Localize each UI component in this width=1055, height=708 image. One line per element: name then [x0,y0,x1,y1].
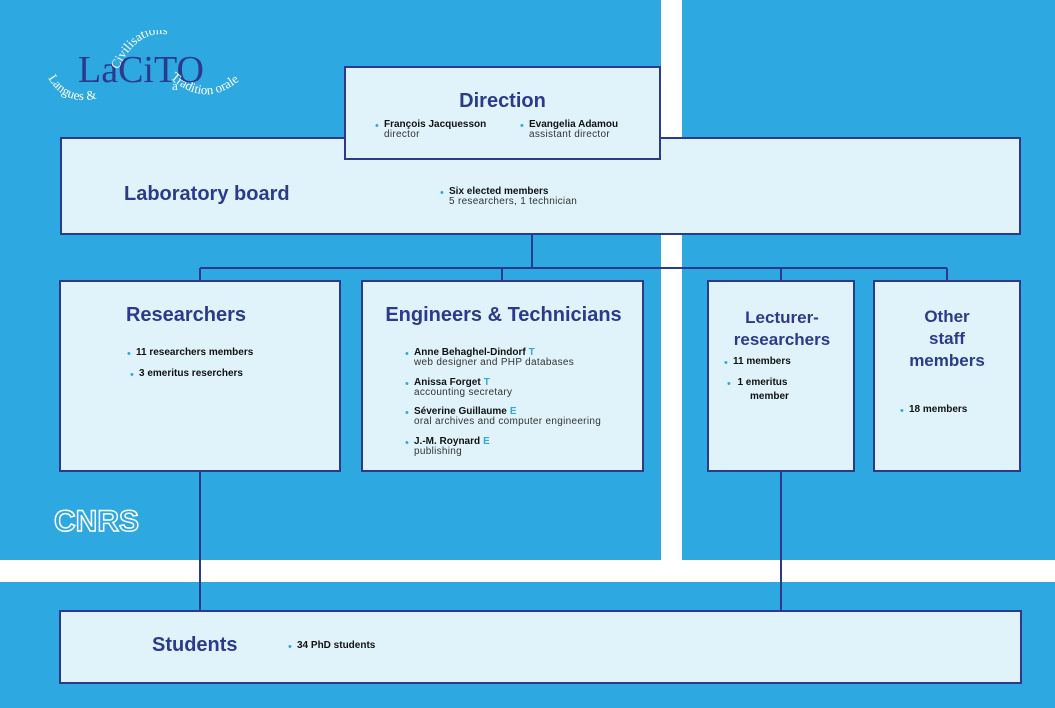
engineer-person-1-category: T [528,347,535,358]
logo-arc-a: à [172,78,178,93]
lecturers-item-1: •11 members [724,356,791,369]
board-members-item: • Six elected members 5 researchers, 1 t… [440,186,578,207]
laboratory-board-title: Laboratory board [124,183,290,205]
direction-person-1-role: director [384,129,420,140]
students-item: •34 PhD students [288,640,376,653]
lecturers-title: Lecturer-researchers [733,308,831,349]
engineer-person-3-category: E [509,406,517,417]
lecturers-item-2: • 1 emeritus member [727,377,789,402]
direction-person-2-role: assistant director [529,129,610,140]
researchers-item-1: •11 researchers members [127,347,254,360]
students-title: Students [152,634,238,656]
students-box: Students •34 PhD students [59,610,1022,684]
direction-person-2: • Evangelia Adamou assistant director [520,119,619,140]
direction-box: Direction • François Jacquesson director… [344,66,661,160]
direction-person-1: • François Jacquesson director [375,119,487,140]
direction-title: Direction [459,90,546,112]
cnrs-label: CNRS [53,504,140,539]
researchers-box: Researchers •11 researchers members •3 e… [59,280,341,472]
engineer-person-2-category: T [483,377,490,388]
logo-main-text: LaCiTO [78,49,204,91]
researchers-item-2: •3 emeritus reserchers [130,368,243,381]
lacito-logo: LaCiTO Civilisations Langues & à Traditi… [45,30,241,103]
engineer-person-4-category: E [483,436,490,447]
direction-person-1-name: François Jacquesson [384,119,487,130]
engineers-box: Engineers & Technicians • Anne Behaghel-… [361,280,644,472]
engineers-title: Engineers & Technicians [385,304,622,326]
board-members-name: Six elected members [449,186,549,197]
board-members-detail: 5 researchers, 1 technician [449,196,578,207]
other-staff-item: •18 members [900,404,968,417]
researchers-title: Researchers [125,304,247,326]
direction-person-2-name: Evangelia Adamou [529,119,619,130]
lecturers-box: Lecturer-researchers •11 members • 1 eme… [707,280,855,472]
